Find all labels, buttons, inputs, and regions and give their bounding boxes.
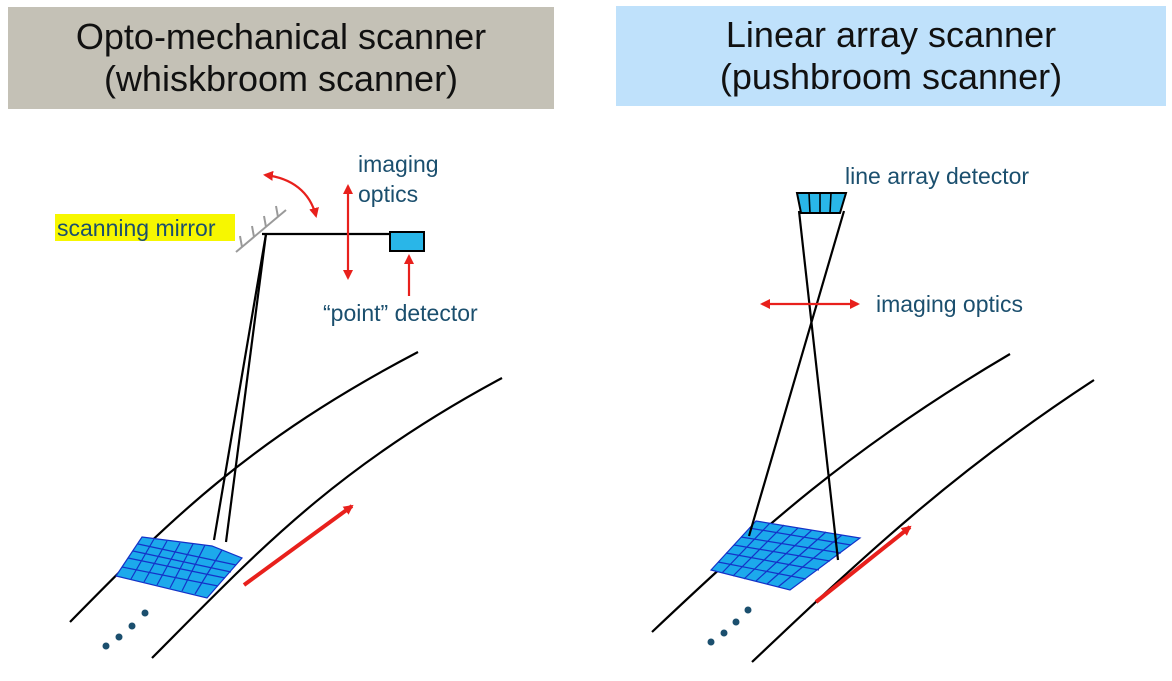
- whiskbroom-title-box: Opto-mechanical scanner (whiskbroom scan…: [8, 7, 554, 109]
- pushbroom-ray-2: [747, 210, 846, 537]
- mirror-rotation-arrow: [263, 170, 319, 218]
- pushbroom-flight-arrow: [814, 525, 912, 604]
- pushbroom-title-box: Linear array scanner (pushbroom scanner): [616, 6, 1166, 106]
- pushbroom-title-line2: (pushbroom scanner): [719, 56, 1063, 97]
- pushbroom-swath-right-edge: [751, 379, 1095, 663]
- whiskbroom-continuation-dots: [102, 609, 149, 650]
- pushbroom-swath-left-edge: [651, 353, 1011, 633]
- whiskbroom-diagram: scanning mirror imaging optics “point” d…: [55, 151, 503, 659]
- point-detector-label: “point” detector: [323, 300, 478, 326]
- point-detector: [389, 231, 425, 252]
- pushbroom-ray-1: [797, 210, 840, 561]
- scanning-mirror-label: scanning mirror: [57, 215, 216, 241]
- whiskbroom-flight-arrow: [242, 504, 354, 587]
- whiskbroom-ray-1: [212, 233, 268, 541]
- imaging-optics-label-line1: imaging: [358, 151, 439, 177]
- whiskbroom-title-line2: (whiskbroom scanner): [103, 58, 459, 99]
- scanning-mirror: [235, 205, 287, 253]
- pushbroom-diagram: line array detector imaging optics: [651, 163, 1095, 663]
- pushbroom-pixel-grid: [709, 520, 862, 591]
- pushbroom-continuation-dots: [707, 606, 752, 646]
- pushbroom-imaging-optics-label: imaging optics: [876, 291, 1023, 317]
- line-array-detector-label: line array detector: [845, 163, 1029, 189]
- imaging-optics-label-line2: optics: [358, 181, 418, 207]
- scanning-mirror-highlight: [55, 214, 235, 241]
- whiskbroom-swath-left-edge: [69, 351, 419, 623]
- whiskbroom-ray-2: [224, 233, 268, 543]
- pushbroom-title-line1: Linear array scanner: [725, 14, 1057, 55]
- whiskbroom-swath-right-edge: [151, 377, 503, 659]
- whiskbroom-title-line1: Opto-mechanical scanner: [75, 16, 487, 57]
- line-array-detector: [795, 192, 848, 214]
- whiskbroom-pixel-grid: [115, 536, 244, 599]
